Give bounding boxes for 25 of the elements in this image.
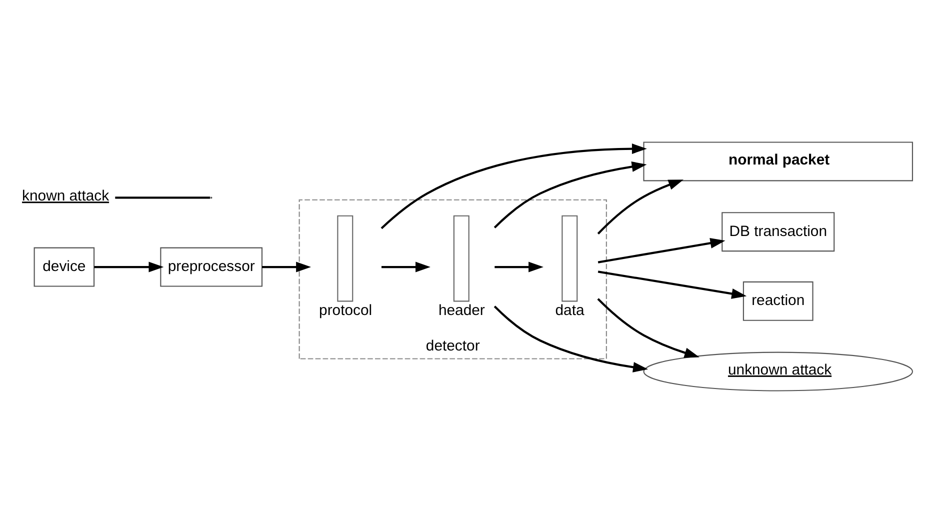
arrow: [494, 261, 544, 272]
arrow: [262, 261, 312, 272]
arrow: [597, 179, 684, 234]
node-box: reaction: [742, 280, 814, 320]
arrow: [598, 238, 726, 263]
arrow: [494, 305, 648, 372]
arrow: [380, 143, 647, 229]
node-label: data: [555, 302, 584, 319]
node-text: known attack: [22, 187, 110, 204]
node-box: [453, 214, 470, 302]
node-box: DB transaction: [722, 212, 835, 252]
arrow: [494, 161, 647, 228]
arrow: [94, 261, 164, 272]
node-label: protocol: [319, 302, 372, 319]
node-box: [337, 214, 354, 302]
arrow: [598, 270, 747, 298]
node-box: [562, 214, 578, 302]
connector: [115, 196, 210, 198]
node-label: header: [438, 302, 485, 319]
node-box: preprocessor: [160, 246, 263, 286]
arrow: [381, 261, 430, 272]
node-box: normal packet: [643, 141, 914, 181]
node-box: device: [34, 246, 95, 286]
arrow: [597, 298, 700, 358]
node-ellipse: unknown attack: [643, 351, 914, 391]
